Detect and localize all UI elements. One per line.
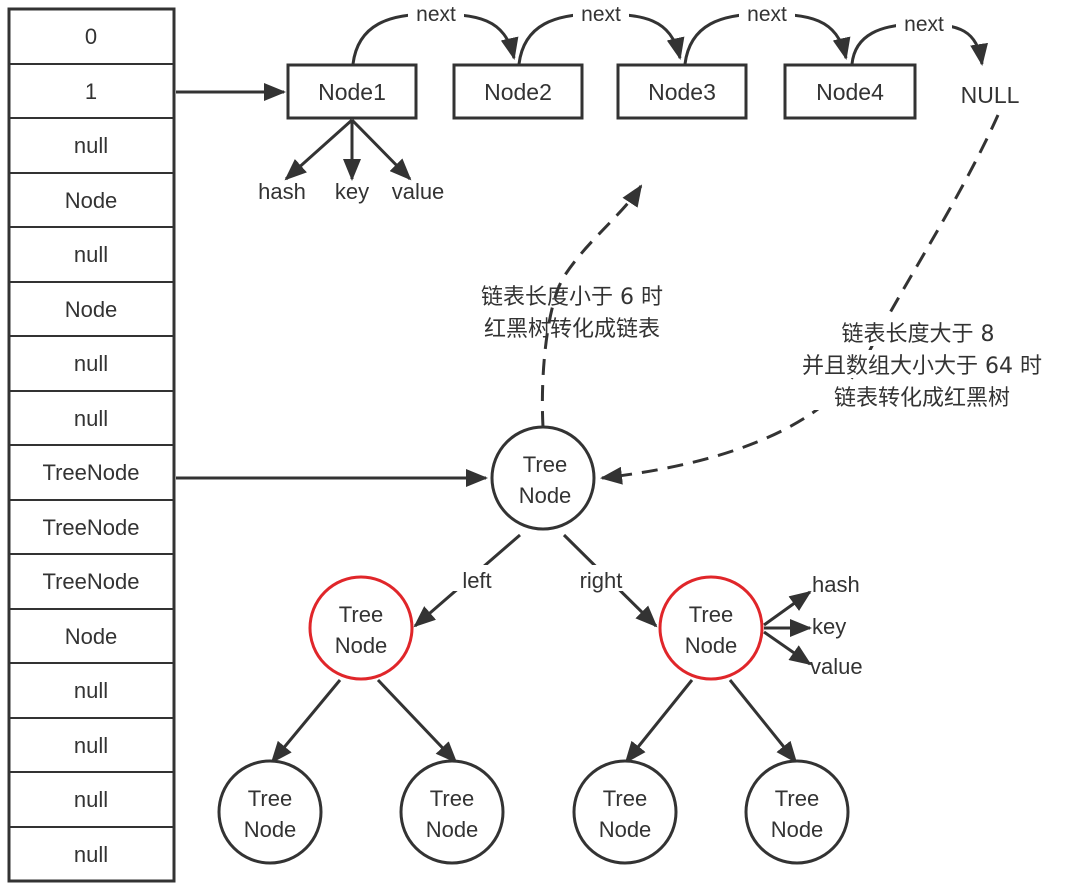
tree-left-node: [308, 575, 414, 681]
list-field-arrow-hash: [284, 118, 353, 181]
linked-list: Node1 Node2 Node3 Node4 NULL next next n…: [258, 3, 1020, 204]
list-node-2-box: [452, 63, 584, 120]
list-node-1-label: Node1: [318, 79, 386, 105]
annotation-to-tree-line-1: 链表长度大于 8: [842, 322, 995, 347]
bucket-10-label: TreeNode: [42, 569, 139, 594]
tree-root-node: [490, 425, 596, 531]
tree-leaf-4-label-line-1: Tree: [775, 786, 819, 811]
tree-leaf-2-label-line-2: Node: [426, 817, 479, 842]
list-node-3-box: [616, 63, 748, 120]
tree-to-list-dashed-arrow: [540, 184, 643, 428]
annotation-to-tree: 链表长度大于 8 并且数组大小大于 64 时 链表转化成红黑树: [786, 318, 1058, 411]
tree-left-label: left: [462, 568, 491, 593]
tree-leaf-1-label-line-2: Node: [244, 817, 297, 842]
tree-edge-left-left: [270, 679, 342, 764]
tree-right-label: right: [580, 568, 623, 593]
bucket-8-label: TreeNode: [42, 460, 139, 485]
tree-leaf-3-label-line-1: Tree: [603, 786, 647, 811]
tree-right-label-line-2: Node: [685, 633, 738, 658]
bucket-12-label: null: [74, 678, 108, 703]
list-field-key: key: [335, 179, 369, 204]
bucket-3-label: Node: [65, 188, 118, 213]
bucket-13-label: null: [74, 733, 108, 758]
tree-root-label-line-1: Tree: [523, 452, 567, 477]
bucket-11-label: Node: [65, 624, 118, 649]
tree-field-key: key: [812, 614, 846, 639]
tree-left-label-line-2: Node: [335, 633, 388, 658]
annotation-to-tree-line-2: 并且数组大小大于 64 时: [802, 354, 1042, 379]
tree-left-label-line-1: Tree: [339, 602, 383, 627]
annotation-to-tree-line-3: 链表转化成红黑树: [834, 386, 1010, 411]
next-label-1: next: [416, 3, 456, 26]
bucket-6-label: null: [74, 351, 108, 376]
next-label-4: next: [904, 13, 944, 36]
bucket-15-label: null: [74, 842, 108, 867]
bucket-0-label: 0: [85, 24, 97, 49]
tree-field-value: value: [810, 654, 863, 679]
annotation-to-list-line-2: 红黑树转化成链表: [484, 317, 660, 342]
tree-leaf-1-node: [217, 759, 323, 865]
bucket-7-label: null: [74, 406, 108, 431]
tree-field-arrow-value: [763, 630, 812, 666]
tree-leaf-1-label-line-1: Tree: [248, 786, 292, 811]
list-field-value: value: [392, 179, 445, 204]
list-node-1-box: [286, 63, 418, 120]
list-field-hash: hash: [258, 179, 306, 204]
bucket-9-label: TreeNode: [42, 515, 139, 540]
bucket-array: 0 1 null Node null Node null null TreeNo…: [7, 7, 176, 883]
bucket-4-label: null: [74, 242, 108, 267]
list-field-arrow-value: [350, 118, 412, 181]
tree-leaf-3-node: [572, 759, 678, 865]
tree-root-label-line-2: Node: [519, 483, 572, 508]
list-node-3-label: Node3: [648, 79, 716, 105]
tree-leaf-2-label-line-1: Tree: [430, 786, 474, 811]
tree-field-arrow-hash: [763, 590, 812, 627]
tree-nodes: Tree Node Tree Node Tree Node Tree Node …: [217, 425, 863, 865]
tree-right-node: [658, 575, 764, 681]
bucket-dividers: [9, 63, 174, 828]
bucket-14-label: null: [74, 787, 108, 812]
next-label-3: next: [747, 3, 787, 26]
next-label-2: next: [581, 3, 621, 26]
tree-edge-right-right: [728, 679, 798, 764]
tree-edge-left-right: [376, 678, 458, 764]
null-terminator-label: NULL: [961, 82, 1020, 108]
bucket-1-label: 1: [85, 79, 97, 104]
list-node-2-label: Node2: [484, 79, 552, 105]
tree-field-hash: hash: [812, 572, 860, 597]
bucket-5-label: Node: [65, 297, 118, 322]
annotation-to-list-line-1: 链表长度小于 6 时: [481, 285, 663, 310]
tree-leaf-4-node: [744, 759, 850, 865]
tree-edge-right-left: [624, 679, 694, 764]
tree-right-label-line-1: Tree: [689, 602, 733, 627]
list-node-4-box: [783, 63, 917, 120]
tree-leaf-2-node: [399, 759, 505, 865]
bucket-2-label: null: [74, 133, 108, 158]
tree-leaf-3-label-line-2: Node: [599, 817, 652, 842]
annotation-to-list: 链表长度小于 6 时 红黑树转化成链表: [481, 285, 663, 342]
list-node-4-label: Node4: [816, 79, 884, 105]
tree-leaf-4-label-line-2: Node: [771, 817, 824, 842]
